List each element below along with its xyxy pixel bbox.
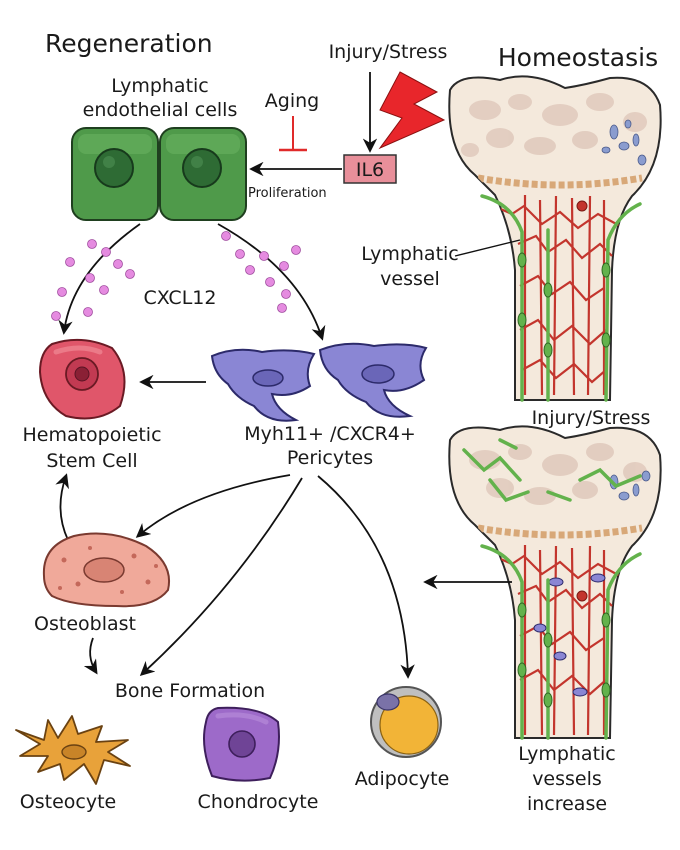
lymphatic-endothelial-cells — [71, 127, 247, 221]
proliferation-label: Proliferation — [248, 186, 327, 201]
hematopoietic-stem-cell — [38, 338, 126, 420]
pericyte-cell-left — [210, 348, 316, 422]
lymphatic-vessels-increase-line2: vessels — [532, 768, 602, 790]
homeostasis-label: Homeostasis — [498, 43, 658, 72]
aging-label: Aging — [265, 90, 319, 112]
chondrocyte-label: Chondrocyte — [198, 791, 319, 813]
lec-to-pericyte-arrow — [217, 223, 326, 341]
bone-injury — [448, 425, 662, 740]
pericytes-label-line2: Pericytes — [287, 447, 373, 469]
lymphatic-vessel-label-line1: Lymphatic — [361, 243, 459, 265]
osteoblast-label: Osteoblast — [34, 613, 136, 635]
lymphatic-vessel-pointer — [454, 239, 521, 257]
osteoblast-cell — [42, 532, 170, 608]
lymphatic-vessels-injury — [462, 438, 642, 740]
lec-label-line1: Lymphatic — [111, 75, 209, 97]
hsc-label-line2: Stem Cell — [46, 450, 137, 472]
osteoblast-to-bone-formation-arrow — [83, 637, 98, 675]
hsc-label-line1: Hematopoietic — [22, 424, 161, 446]
il6-box — [343, 154, 397, 184]
lymphatic-vessel-label-line2: vessel — [380, 268, 440, 290]
lightning-icon — [378, 71, 446, 150]
lymphatic-vessels-increase-line3: increase — [527, 793, 607, 815]
pericyte-to-adipocyte-arrow — [317, 475, 415, 679]
pericyte-to-osteoblast-arrow — [135, 474, 291, 538]
osteocyte-label: Osteocyte — [20, 791, 116, 813]
osteocyte-cell — [15, 715, 131, 785]
bone-formation-label: Bone Formation — [115, 680, 265, 702]
cxcl12-dots-left — [51, 239, 135, 321]
lymphatic-vessels-homeostasis — [480, 194, 642, 402]
injury-stress-right-label: Injury/Stress — [532, 407, 651, 429]
title-regeneration: Regeneration — [45, 29, 213, 58]
cxcl12-label: CXCL12 — [144, 287, 217, 309]
bone-homeostasis — [448, 75, 662, 402]
pericyte-to-bone-formation-arrow — [139, 477, 303, 676]
lymphatic-vessels-increase-line1: Lymphatic — [518, 743, 616, 765]
injury-stress-top-label: Injury/Stress — [329, 41, 448, 63]
osteoblast-to-hsc-arrow — [55, 473, 69, 541]
adipocyte-label: Adipocyte — [355, 768, 450, 790]
pericyte-cell-right — [318, 342, 428, 418]
adipocyte-cell — [370, 686, 442, 758]
cxcl12-dots-right — [221, 231, 301, 313]
pericytes-label-line1: Myh11+ /CXCR4+ — [244, 423, 416, 445]
lec-label-line2: endothelial cells — [83, 99, 238, 121]
il6-label: IL6 — [356, 159, 384, 181]
chondrocyte-cell — [203, 706, 280, 782]
